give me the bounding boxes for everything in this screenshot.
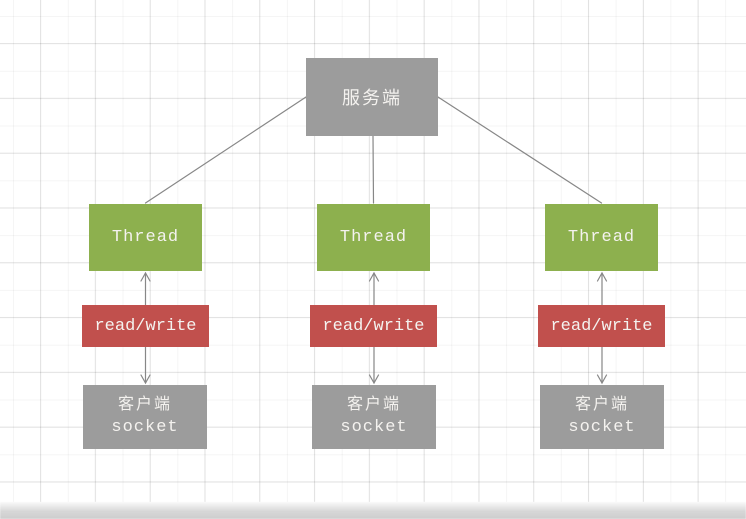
thread-label: Thread: [567, 228, 636, 247]
client-label: 客户端: [574, 395, 629, 413]
client-label: 客户端: [346, 395, 401, 413]
readwrite-node-3[interactable]: read/write: [538, 305, 665, 347]
thread-node-1[interactable]: Thread: [89, 204, 202, 271]
thread-node-3[interactable]: Thread: [545, 204, 658, 271]
arrow-down-icon: [596, 374, 608, 385]
client-socket-node-3[interactable]: 客户端 socket: [540, 385, 664, 449]
arrow-up-icon: [140, 271, 151, 282]
arrow-down-icon: [368, 374, 380, 385]
server-label: 服务端: [342, 88, 402, 108]
readwrite-label: read/write: [94, 316, 197, 336]
server-node[interactable]: 服务端: [306, 58, 438, 136]
readwrite-label: read/write: [550, 316, 653, 336]
thread-label: Thread: [111, 228, 180, 247]
edge-server-thread-2: [372, 135, 375, 204]
readwrite-node-2[interactable]: read/write: [310, 305, 437, 347]
canvas-bottom-edge: [0, 502, 746, 519]
socket-label: socket: [568, 418, 636, 438]
arrow-up-icon: [596, 271, 608, 282]
edge-server-thread-3: [437, 96, 603, 204]
socket-label: socket: [340, 418, 408, 438]
client-label: 客户端: [117, 395, 172, 413]
readwrite-node-1[interactable]: read/write: [82, 305, 209, 347]
arrow-up-icon: [368, 271, 380, 282]
edge-server-thread-1: [144, 96, 307, 204]
thread-node-2[interactable]: Thread: [317, 204, 430, 271]
arrow-down-icon: [140, 374, 151, 385]
thread-label: Thread: [339, 228, 408, 247]
client-socket-node-1[interactable]: 客户端 socket: [83, 385, 207, 449]
socket-label: socket: [111, 418, 179, 438]
client-socket-node-2[interactable]: 客户端 socket: [312, 385, 436, 449]
readwrite-label: read/write: [322, 316, 425, 336]
